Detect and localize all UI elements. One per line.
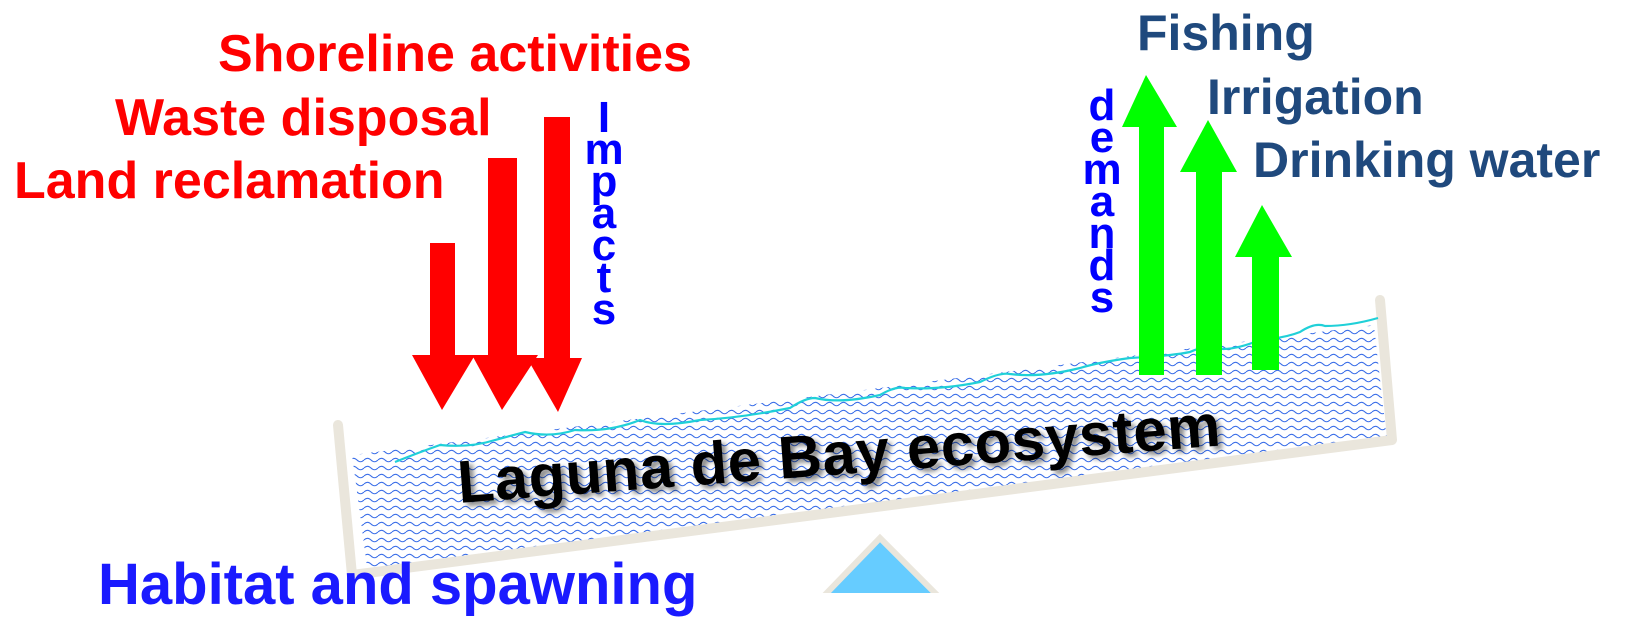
impact-label-waste-disposal: Waste disposal xyxy=(115,89,492,147)
impact-label-shoreline: Shoreline activities xyxy=(218,25,692,83)
impact-arrow-waste-disposal xyxy=(472,158,538,410)
demands-letter: d xyxy=(1088,81,1116,130)
fulcrum xyxy=(822,533,940,593)
impact-label-land-reclamation: Land reclamation xyxy=(14,152,445,210)
demand-arrow-drinking-water xyxy=(1235,205,1292,370)
impacts-letter: m xyxy=(584,125,624,174)
demand-label-drinking-water: Drinking water xyxy=(1253,132,1601,188)
impacts-letter: t xyxy=(596,253,612,302)
demands-letter: s xyxy=(1089,273,1115,322)
impacts-letter: p xyxy=(590,157,618,206)
impacts-letter: c xyxy=(591,221,617,270)
demands-letter: m xyxy=(1082,145,1122,194)
demand-label-irrigation: Irrigation xyxy=(1207,69,1424,125)
demands-letter: a xyxy=(1089,177,1115,226)
water-surface-line xyxy=(394,316,1379,464)
impacts-letter: a xyxy=(591,189,617,238)
demands-letter: d xyxy=(1088,241,1116,290)
demands-letter: n xyxy=(1088,209,1116,258)
demand-label-fishing: Fishing xyxy=(1137,5,1315,61)
ecosystem-basin xyxy=(333,295,1397,580)
bottom-caption: Habitat and spawning xyxy=(98,552,698,617)
impacts-letter: I xyxy=(597,93,611,142)
demand-arrow-irrigation xyxy=(1180,120,1237,375)
seesaw-diagram xyxy=(333,75,1397,593)
impact-arrow-shoreline xyxy=(527,117,582,412)
demands-letter: e xyxy=(1089,113,1115,162)
impacts-letter: s xyxy=(591,285,617,334)
impact-arrow-land-reclamation xyxy=(412,243,475,410)
demand-arrow-fishing xyxy=(1122,75,1177,375)
